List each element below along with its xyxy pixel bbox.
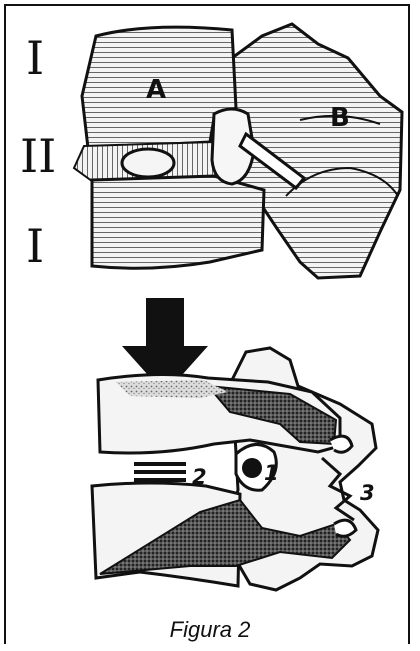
figure-caption: Figura 2 [0,617,420,643]
level-label-i-top: I [26,31,44,85]
nerve-root [242,458,262,478]
top-vertebra-diagram: I II I A B [20,24,402,278]
facet-hook [334,520,356,536]
label-1: 1 [264,461,279,485]
label-3: 3 [360,481,375,505]
level-label-i-bottom: I [26,219,44,273]
level-label-ii: II [20,129,56,183]
bottom-vertebra-diagram: 1 2 3 [92,298,378,590]
disc-nucleus [122,149,174,177]
region-label-b: B [330,103,350,133]
lower-vertebral-body [92,176,264,268]
region-label-a: A [146,75,166,105]
label-2: 2 [192,465,207,489]
